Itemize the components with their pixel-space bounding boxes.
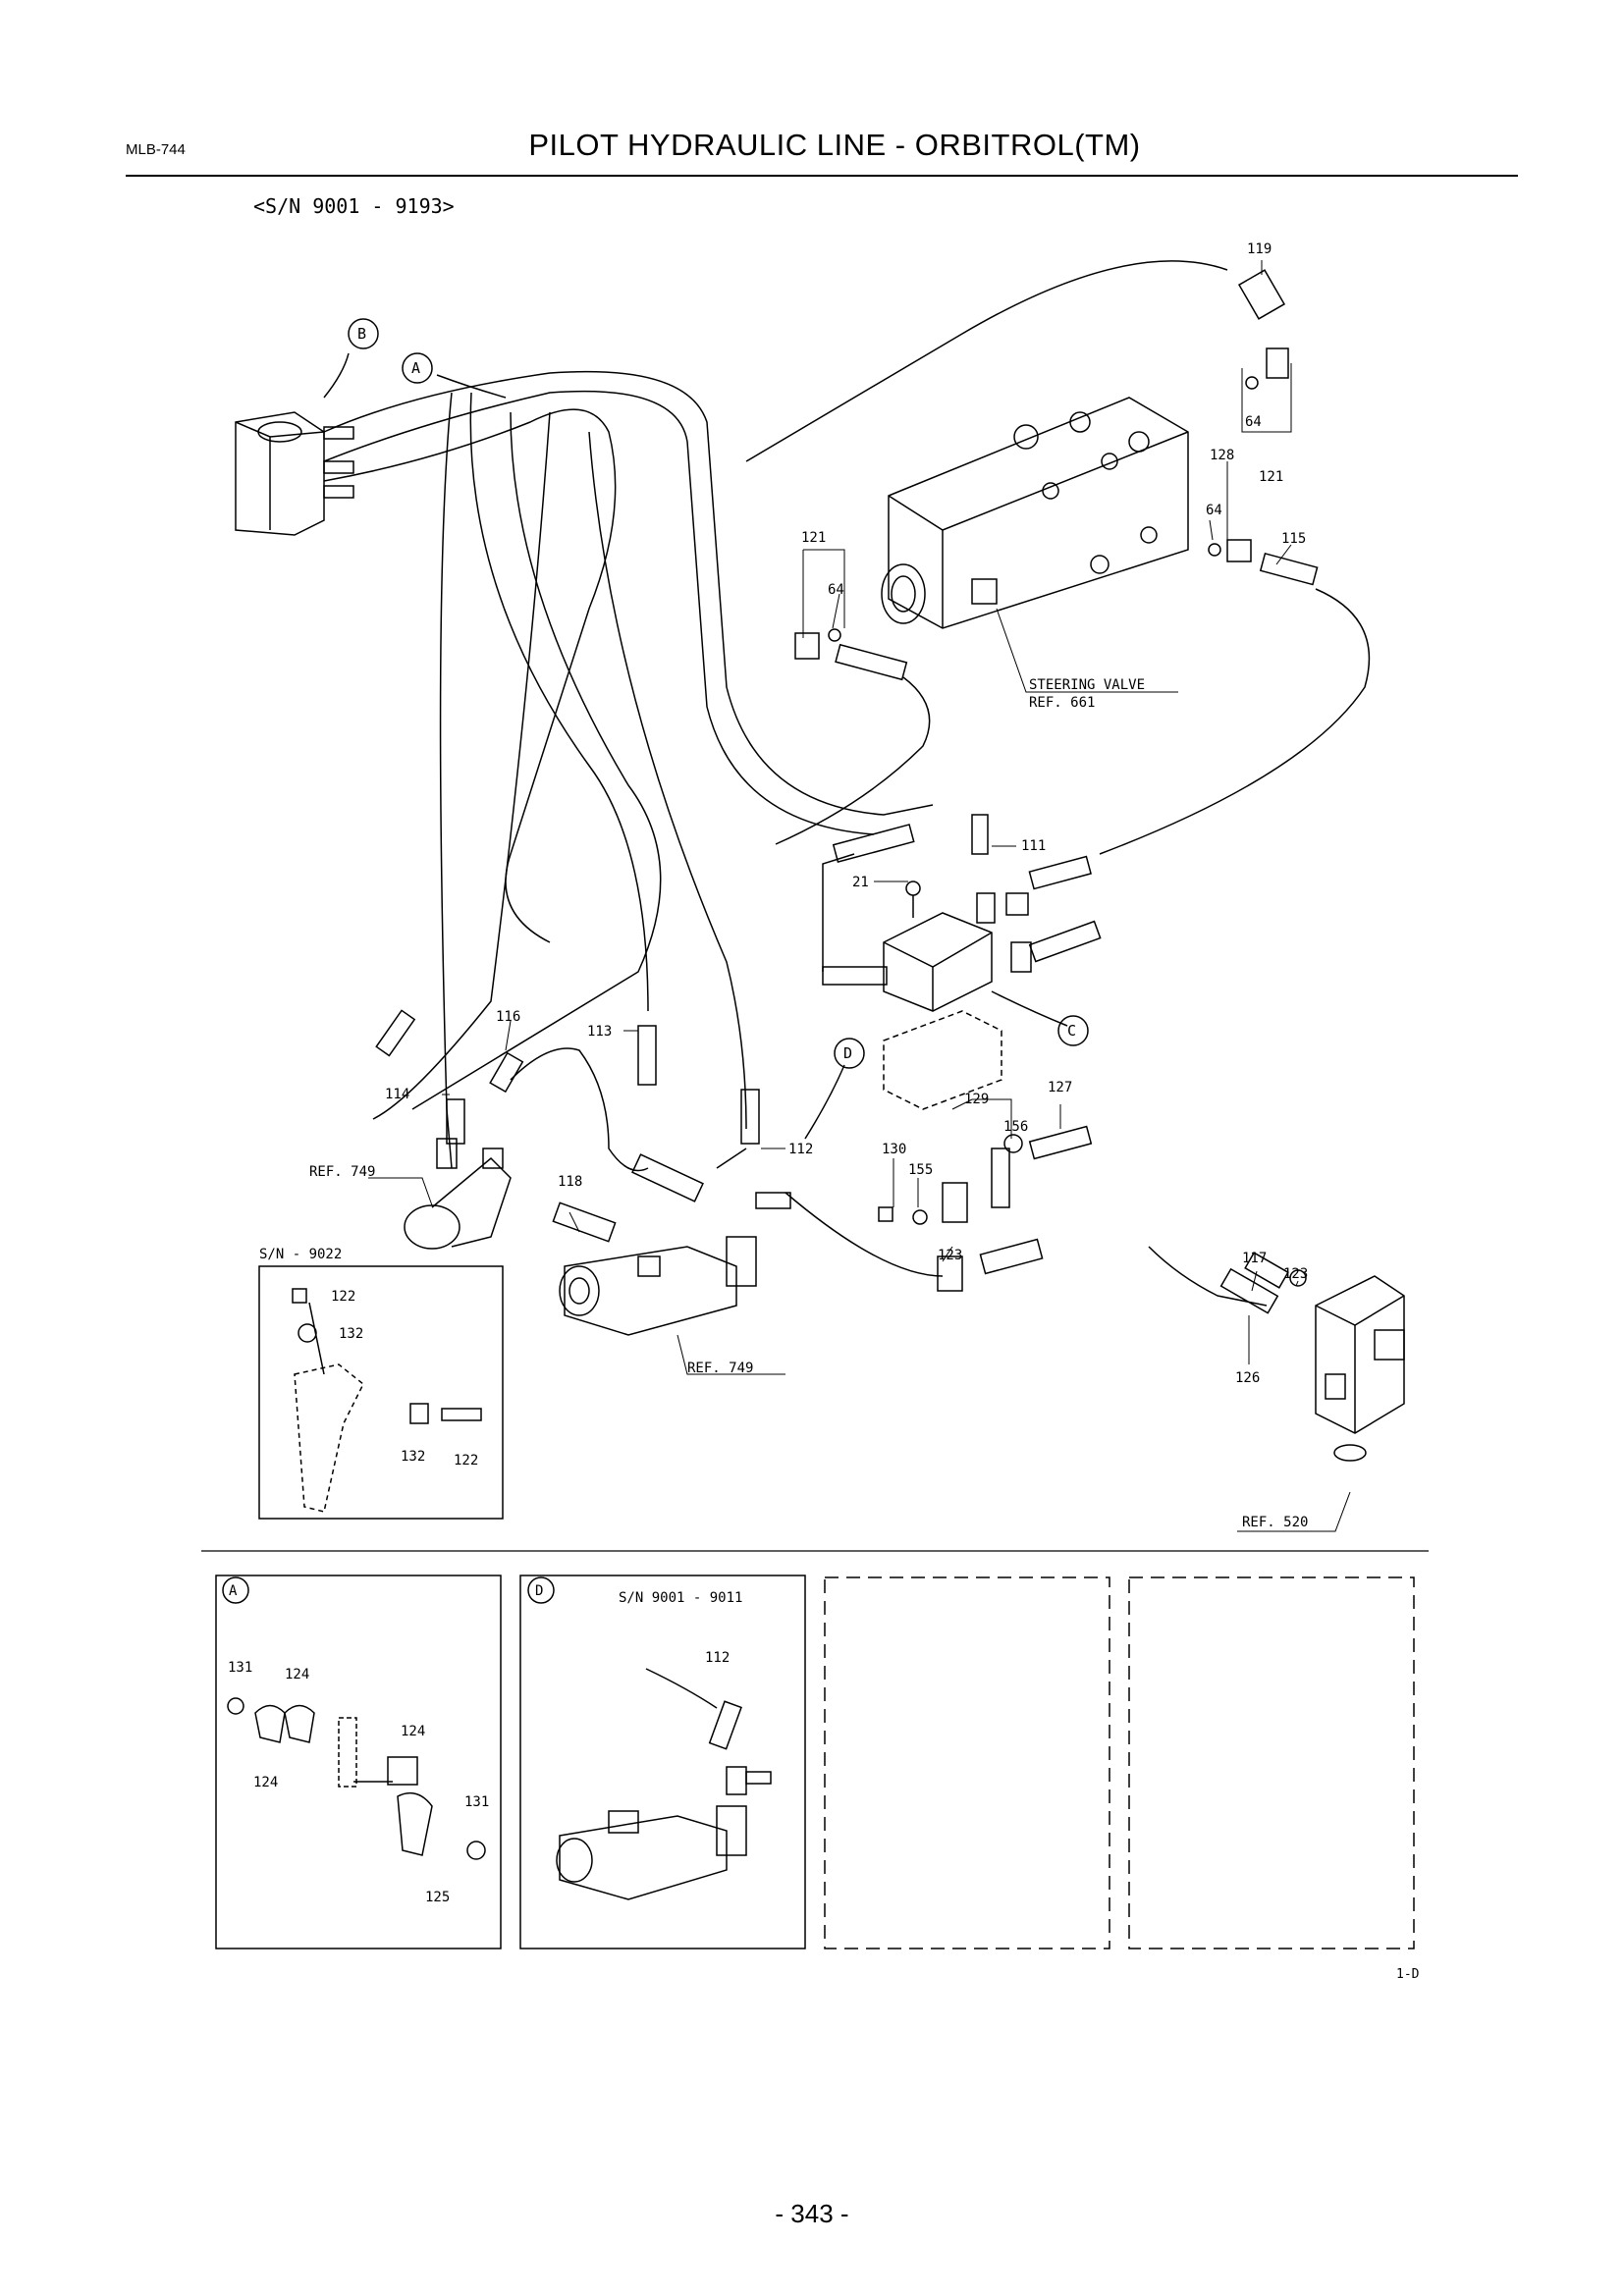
brake-valve-upper xyxy=(404,1138,512,1250)
detail-a-part-124-bottom: 124 xyxy=(253,1775,278,1790)
detail-a-part-125: 125 xyxy=(425,1890,450,1905)
ref-749-upper: REF. 749 xyxy=(309,1164,375,1180)
part-130: 130 xyxy=(882,1142,906,1157)
detail-a-part-124-right: 124 xyxy=(401,1724,425,1739)
part-112: 112 xyxy=(788,1142,813,1157)
empty-frame-1 xyxy=(824,1576,1110,1949)
detail-a-frame xyxy=(215,1575,502,1949)
part-113: 113 xyxy=(587,1024,612,1040)
empty-frame-2 xyxy=(1128,1576,1415,1949)
part-114: 114 xyxy=(385,1087,409,1102)
small-fittings xyxy=(878,1125,1093,1225)
part-128: 128 xyxy=(1210,448,1234,463)
part-156: 156 xyxy=(1003,1119,1028,1135)
lower-right-hoses xyxy=(785,1192,1405,1462)
detail-a-part-131-right: 131 xyxy=(464,1794,489,1810)
hose-bundle xyxy=(323,370,934,1169)
inset-part-122-bottom: 122 xyxy=(454,1453,478,1468)
hose-fittings-left xyxy=(375,1009,760,1243)
part-111: 111 xyxy=(1021,838,1046,854)
manifold-bracket xyxy=(883,1010,1002,1110)
part-21: 21 xyxy=(852,875,869,890)
part-121-right: 121 xyxy=(1259,469,1283,485)
part-115: 115 xyxy=(1281,531,1306,547)
inset-sn-label: S/N - 9022 xyxy=(259,1247,342,1262)
part-64-right: 64 xyxy=(1206,503,1222,518)
valve-fittings xyxy=(794,269,1319,681)
inset-part-132-top: 132 xyxy=(339,1326,363,1342)
callout-b: B xyxy=(357,325,366,343)
ref-520: REF. 520 xyxy=(1242,1515,1308,1530)
detail-d-letter: D xyxy=(535,1583,543,1599)
part-129: 129 xyxy=(964,1092,989,1107)
part-119: 119 xyxy=(1247,241,1272,257)
callout-circles xyxy=(348,318,1089,1069)
part-64-upper: 64 xyxy=(1245,414,1262,430)
figure-code: 1-D xyxy=(1396,1967,1420,1982)
title-rule xyxy=(126,175,1518,177)
ref-661-label: REF. 661 xyxy=(1029,695,1095,711)
part-121-left: 121 xyxy=(801,530,826,546)
valve-hoses xyxy=(745,260,1371,855)
part-64-left: 64 xyxy=(828,582,844,598)
detail-d-part-112: 112 xyxy=(705,1650,730,1666)
part-127: 127 xyxy=(1048,1080,1072,1095)
detail-a-part-131-left: 131 xyxy=(228,1660,252,1676)
inset-part-132-bottom: 132 xyxy=(401,1449,425,1465)
callout-d: D xyxy=(843,1044,852,1062)
manifold-block xyxy=(822,814,1102,1012)
part-126: 126 xyxy=(1235,1370,1260,1386)
page-title: PILOT HYDRAULIC LINE - ORBITROL(TM) xyxy=(528,128,1141,162)
page-number: - 343 - xyxy=(775,2199,849,2228)
leader-lines xyxy=(368,260,1351,1532)
part-123-left: 123 xyxy=(938,1248,962,1263)
detail-a-letter: A xyxy=(229,1583,238,1599)
callout-c: C xyxy=(1067,1022,1076,1040)
serial-range: <S/N 9001 - 9193> xyxy=(253,194,455,218)
callout-a: A xyxy=(411,359,420,377)
document-code: MLB-744 xyxy=(126,141,186,158)
part-116: 116 xyxy=(496,1009,520,1025)
brake-valve-lower xyxy=(559,1192,791,1336)
steering-valve xyxy=(881,397,1189,629)
detail-d-frame xyxy=(519,1575,806,1949)
inset-sn9022 xyxy=(258,1265,504,1520)
detail-a-part-124-top: 124 xyxy=(285,1667,309,1682)
callout-arrows xyxy=(323,352,1068,1140)
ref-749-lower: REF. 749 xyxy=(687,1361,753,1376)
detail-d-sn-label: S/N 9001 - 9011 xyxy=(619,1590,742,1606)
part-118: 118 xyxy=(558,1174,582,1190)
orbitrol-unit xyxy=(235,411,354,536)
part-155: 155 xyxy=(908,1162,933,1178)
part-123-right: 123 xyxy=(1283,1266,1308,1282)
part-117: 117 xyxy=(1242,1251,1267,1266)
inset-part-122-top: 122 xyxy=(331,1289,355,1305)
steering-valve-label: STEERING VALVE xyxy=(1029,677,1145,693)
